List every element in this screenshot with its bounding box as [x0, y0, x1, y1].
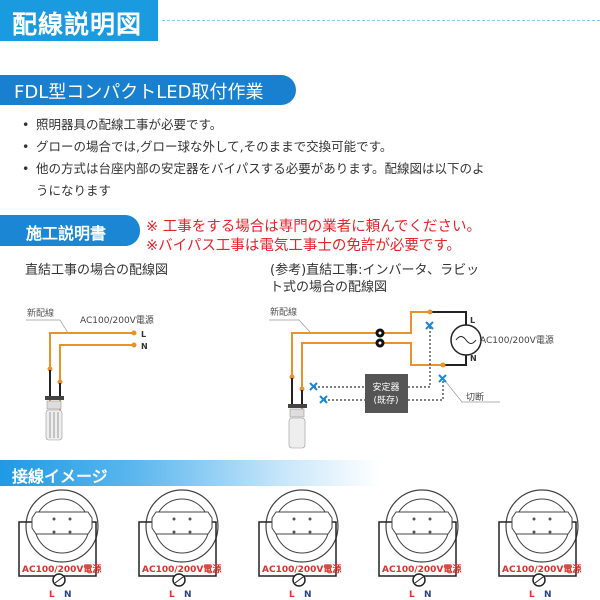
- fixture-image: AC100/200V電源 L N: [138, 489, 221, 600]
- diagram-direct: 新配線 AC100/200V電源 L N: [26, 307, 154, 441]
- bullet-item: 照明器具の配線工事が必要です。: [22, 114, 222, 136]
- fixture-image: AC100/200V電源 L N: [258, 489, 341, 600]
- warning-text: ※バイパス工事は電気工事士の免許が必要です。: [146, 238, 461, 254]
- ballast-existing-label: (既存): [373, 394, 398, 406]
- l-label: L: [49, 590, 55, 600]
- n-label: N: [141, 342, 148, 351]
- bullet-item: グローの場合では,グロー球な外して,そのままで交換可能です。: [22, 136, 392, 158]
- n-label: N: [424, 590, 432, 600]
- new-wiring-label: 新配線: [270, 306, 297, 318]
- l-label: L: [409, 590, 415, 600]
- ballast-label: 安定器: [372, 381, 399, 393]
- section-title-fdl: FDL型コンパクトLED取付作業: [0, 75, 296, 105]
- connection-images: AC100/200V電源 L N AC100/200V電源 L N AC100/…: [18, 489, 581, 600]
- diagram-bypass: 新配線 L N AC100/200V電源 安定器 (既存) 切断: [269, 306, 554, 449]
- l-label: L: [289, 590, 295, 600]
- ballast-box: [365, 374, 408, 413]
- section-title-instructions: 施工説明書: [0, 215, 140, 246]
- wire-l: [49, 332, 134, 403]
- l-label: L: [529, 590, 535, 600]
- led-lamp-icon: [45, 396, 64, 441]
- cut-x-icons: [309, 321, 447, 404]
- fixture-image: AC100/200V電源 L N: [378, 489, 461, 600]
- fixture-power-label: AC100/200V電源: [502, 563, 581, 575]
- fixture-power-label: AC100/200V電源: [22, 563, 101, 575]
- fixture-image: AC100/200V電源 L N: [18, 489, 101, 600]
- fixture-image: AC100/200V電源 L N: [498, 489, 581, 600]
- power-label: AC100/200V電源: [80, 315, 154, 326]
- left-caption: 直結工事の場合の配線図: [25, 263, 169, 278]
- right-caption: (参考)直結工事:インバータ、ラビッ: [270, 263, 480, 278]
- fixture-power-label: AC100/200V電源: [142, 563, 221, 575]
- warning-text: ※ 工事をする場合は専門の業者に頼んでください。: [146, 219, 482, 235]
- new-wiring-label: 新配線: [27, 307, 54, 319]
- wiring-diagrams: 新配線 AC100/200V電源 L N 新配線 L N AC100/200V電…: [26, 306, 554, 449]
- cut-label: 切断: [466, 391, 484, 403]
- bullet-continuation: うになります: [36, 183, 112, 198]
- fixture-power-label: AC100/200V電源: [262, 563, 341, 575]
- n-label: N: [544, 590, 552, 600]
- wire-n: [59, 344, 134, 416]
- n-label: N: [184, 590, 192, 600]
- l-label: L: [470, 316, 475, 325]
- l-label: L: [169, 590, 175, 600]
- header-divider: [162, 20, 600, 21]
- led-lamp-icon: [288, 404, 307, 449]
- n-label: N: [64, 590, 72, 600]
- page-title: 配線説明図: [0, 0, 158, 41]
- n-label: N: [304, 590, 312, 600]
- bullet-item: 他の方式は台座内部の安定器をバイパスする必要があります。配線図は以下のよ: [22, 158, 485, 180]
- right-caption: ト式の場合の配線図: [270, 280, 388, 295]
- l-label: L: [141, 330, 146, 339]
- power-label: AC100/200V電源: [480, 335, 554, 346]
- n-label: N: [470, 354, 477, 363]
- fixture-power-label: AC100/200V電源: [382, 563, 461, 575]
- section-title-connection: 接線イメージ: [0, 460, 380, 486]
